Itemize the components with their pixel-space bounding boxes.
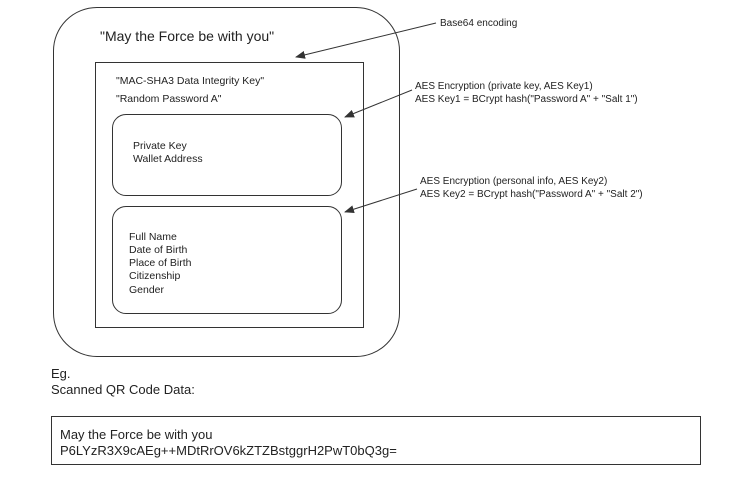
- mac-key-label: "MAC-SHA3 Data Integrity Key": [116, 75, 265, 87]
- date-of-birth-label: Date of Birth: [129, 244, 188, 256]
- aes2-line-1: AES Encryption (personal info, AES Key2): [420, 176, 608, 187]
- aes1-arrow: [344, 89, 413, 118]
- private-key-box: [112, 114, 342, 196]
- middle-container-box: [95, 62, 364, 328]
- qr-data-line-2: P6LYzR3X9cAEg++MDtRrOV6kZTZBstggrH2PwT0b…: [60, 443, 397, 458]
- qr-data-box: [51, 416, 701, 465]
- aes1-annotation: AES Encryption (private key, AES Key1) A…: [415, 80, 638, 106]
- base64-arrow: [295, 22, 437, 59]
- outer-label: "May the Force be with you": [100, 28, 275, 44]
- wallet-address-label: Wallet Address: [133, 153, 203, 165]
- aes1-line-1: AES Encryption (private key, AES Key1): [415, 81, 593, 92]
- qr-data-line-1: May the Force be with you: [60, 427, 213, 442]
- eg-label: Eg.: [51, 366, 71, 381]
- personal-info-box: [112, 206, 342, 314]
- full-name-label: Full Name: [129, 231, 177, 243]
- aes1-line-2: AES Key1 = BCrypt hash("Password A" + "S…: [415, 94, 638, 105]
- random-password-label: "Random Password A": [116, 93, 222, 105]
- gender-label: Gender: [129, 284, 165, 296]
- aes2-arrow: [344, 188, 418, 214]
- outer-container-box: [53, 7, 400, 357]
- aes2-line-2: AES Key2 = BCrypt hash("Password A" + "S…: [420, 189, 643, 200]
- place-of-birth-label: Place of Birth: [129, 257, 192, 269]
- base64-annotation: Base64 encoding: [440, 18, 518, 29]
- aes2-annotation: AES Encryption (personal info, AES Key2)…: [420, 175, 643, 201]
- private-key-label: Private Key: [133, 140, 187, 152]
- scanned-qr-label: Scanned QR Code Data:: [51, 382, 195, 397]
- citizenship-label: Citizenship: [129, 270, 181, 282]
